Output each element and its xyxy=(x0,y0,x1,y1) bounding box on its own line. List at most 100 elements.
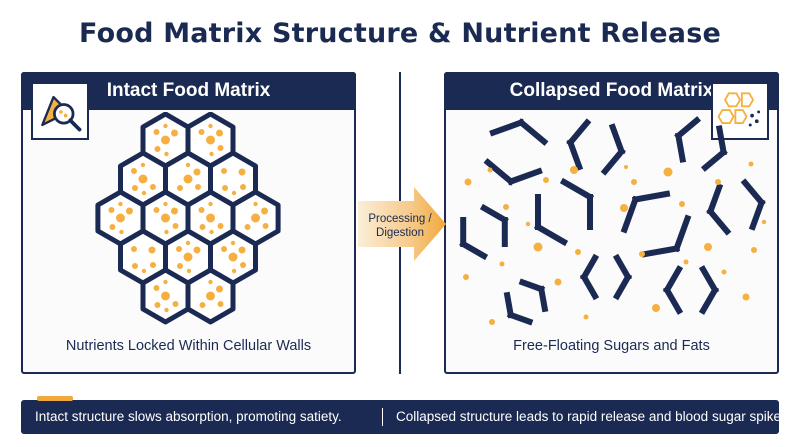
free-nutrient-particle xyxy=(620,204,628,212)
nutrient-particle xyxy=(238,246,246,254)
nutrient-particle xyxy=(253,201,258,207)
nutrient-particle xyxy=(216,285,224,293)
free-nutrient-particle xyxy=(533,242,543,252)
nutrient-particle xyxy=(208,123,213,129)
nutrient-particle xyxy=(163,123,168,129)
nutrient-particle xyxy=(108,207,115,213)
broken-cell-fragment xyxy=(662,265,720,315)
nutrient-particle xyxy=(198,207,205,213)
nutrient-particle xyxy=(186,268,192,274)
nutrient-particle xyxy=(149,184,156,190)
nutrient-particle xyxy=(217,223,224,229)
nutrient-particle xyxy=(119,229,124,235)
broken-cell-fragment xyxy=(459,203,509,261)
broken-cell-fragment xyxy=(533,177,595,247)
nutrient-particle xyxy=(131,185,138,191)
nutrient-particle xyxy=(221,168,228,174)
nutrient-particle xyxy=(208,201,213,207)
nutrient-particle xyxy=(209,229,214,235)
free-nutrient-particle xyxy=(554,278,562,286)
nutrient-particle xyxy=(230,240,236,246)
broken-cell-fragment xyxy=(566,118,626,176)
nutrient-particle xyxy=(198,129,205,135)
intact-matrix-caption: Nutrients Locked Within Cellular Walls xyxy=(65,338,312,354)
arrow-label-line2: Digestion xyxy=(376,227,424,239)
nutrient-particle xyxy=(261,207,269,215)
nutrient-particle xyxy=(149,262,156,268)
nutrient-particle xyxy=(130,168,137,174)
page-title: Food Matrix Structure & Nutrient Release xyxy=(79,18,721,49)
nutrient-particle xyxy=(153,285,160,291)
free-nutrient-particle xyxy=(631,179,637,185)
broken-cell-fragment xyxy=(579,253,633,301)
nutrient-particle xyxy=(199,224,206,230)
nutrient-particle xyxy=(170,129,178,137)
nutrient-particle xyxy=(140,162,146,168)
free-nutrient-particle xyxy=(583,314,589,320)
nutrient-particle xyxy=(154,302,161,308)
nutrient-particle xyxy=(185,240,191,246)
nutrient-particle xyxy=(221,246,228,252)
free-nutrient-particle xyxy=(652,304,660,312)
nutrient-particle xyxy=(130,246,137,252)
free-nutrient-particle xyxy=(751,247,757,253)
free-nutrient-particle xyxy=(487,167,493,173)
nutrient-particle xyxy=(251,213,261,223)
nutrient-particle xyxy=(206,135,216,145)
free-nutrient-particle xyxy=(715,179,721,185)
nutrient-particle xyxy=(183,252,193,262)
free-nutrient-particle xyxy=(721,269,727,275)
nutrient-particle xyxy=(217,145,224,151)
nutrient-particle xyxy=(228,252,238,262)
footer-accent xyxy=(37,396,73,401)
nutrient-particle xyxy=(125,207,133,215)
nutrient-particle xyxy=(170,207,178,215)
arrow-label: Processing / Digestion xyxy=(358,212,442,240)
broken-cell-fragment xyxy=(503,278,549,326)
nutrient-particle xyxy=(141,190,147,196)
intact-matrix-panel: Intact Food Matrix Nutrients Locked With… xyxy=(21,72,356,374)
footer-separator xyxy=(382,408,383,426)
nutrient-particle xyxy=(185,162,191,168)
nutrient-particle xyxy=(199,302,206,308)
nutrient-particle xyxy=(231,268,237,274)
nutrient-particle xyxy=(109,224,116,230)
nutrient-particle xyxy=(164,151,169,157)
nutrient-particle xyxy=(262,223,269,229)
nutrient-particle xyxy=(209,151,214,157)
nutrient-particle xyxy=(222,185,229,191)
nutrient-particle xyxy=(115,213,125,223)
nutrient-particle xyxy=(160,135,170,145)
processing-arrow: Processing / Digestion xyxy=(358,187,448,261)
nutrient-particle xyxy=(183,174,193,184)
nutrient-particle xyxy=(231,190,237,196)
broken-cell-fragment xyxy=(706,178,766,236)
nutrient-particle xyxy=(153,207,160,213)
nutrient-particle xyxy=(176,246,182,252)
footer-right-text: Collapsed structure leads to rapid relea… xyxy=(396,409,792,424)
nutrient-particle xyxy=(148,246,156,254)
nutrient-particle xyxy=(217,301,224,307)
nutrient-particle xyxy=(206,291,216,301)
nutrient-particle xyxy=(177,263,183,269)
free-nutrient-particle xyxy=(748,161,754,167)
nutrient-particle xyxy=(164,307,169,313)
free-nutrient-particle xyxy=(499,261,505,267)
free-nutrient-particle xyxy=(761,219,767,225)
free-nutrient-particle xyxy=(663,167,673,177)
nutrient-particle xyxy=(118,201,123,207)
nutrient-particle xyxy=(216,129,224,137)
nutrient-particle xyxy=(163,201,168,207)
free-nutrient-particle xyxy=(463,274,469,280)
free-nutrient-particle xyxy=(525,221,531,227)
nutrient-particle xyxy=(153,129,160,135)
collapsed-fragments-diagram xyxy=(459,116,767,326)
free-nutrient-particle xyxy=(575,249,581,255)
nutrient-particle xyxy=(163,279,168,285)
nutrient-particle xyxy=(244,224,251,230)
free-nutrient-particle xyxy=(679,201,685,207)
free-nutrient-particle xyxy=(624,165,628,169)
free-nutrient-particle xyxy=(570,166,578,174)
nutrient-particle xyxy=(238,168,246,176)
free-nutrient-particle xyxy=(489,319,495,325)
